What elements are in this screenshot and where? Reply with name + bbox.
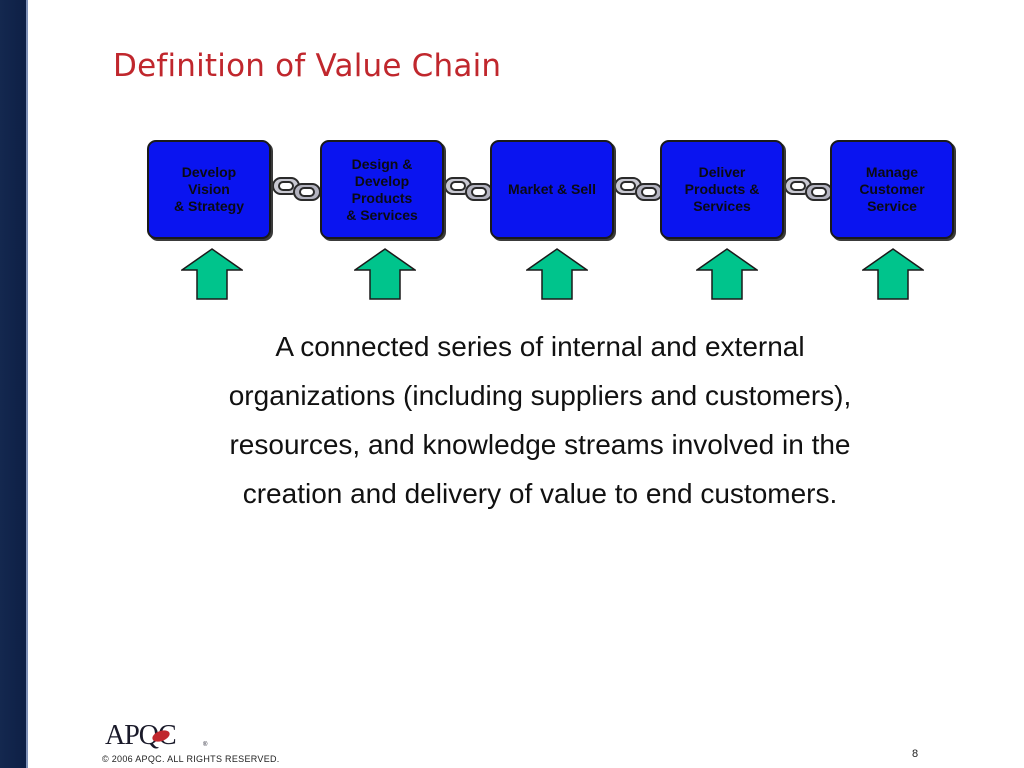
copyright-notice: © 2006 APQC. ALL RIGHTS RESERVED.: [102, 754, 280, 764]
step-market-sell-box: Market & Sell: [490, 140, 614, 239]
step-manage-customer-box: Manage Customer Service: [830, 140, 954, 239]
left-accent-edge: [26, 0, 28, 768]
svg-text:®: ®: [203, 741, 208, 748]
value-chain-diagram: Develop Vision & Strategy Design & Devel…: [0, 0, 1024, 320]
definition-text: A connected series of internal and exter…: [228, 331, 852, 509]
chain-link-icon-4: [784, 177, 833, 201]
step-deliver-products-box: Deliver Products & Services: [660, 140, 784, 239]
step-design-develop-box: Design & Develop Products & Services: [320, 140, 444, 239]
chain-link-icon-1: [272, 177, 321, 201]
up-arrow-icon-5: [862, 248, 924, 300]
up-arrow-icon-2: [354, 248, 416, 300]
up-arrow-icon-4: [696, 248, 758, 300]
up-arrow-icon-3: [526, 248, 588, 300]
page-number: 8: [912, 748, 919, 760]
left-accent-bar: [0, 0, 26, 768]
slide-title: Definition of Value Chain: [113, 48, 502, 84]
up-arrow-icon-1: [181, 248, 243, 300]
chain-link-icon-3: [614, 177, 663, 201]
step-develop-vision-box: Develop Vision & Strategy: [147, 140, 271, 239]
chain-link-icon-2: [444, 177, 493, 201]
apqc-logo: APQC ®: [105, 720, 208, 751]
